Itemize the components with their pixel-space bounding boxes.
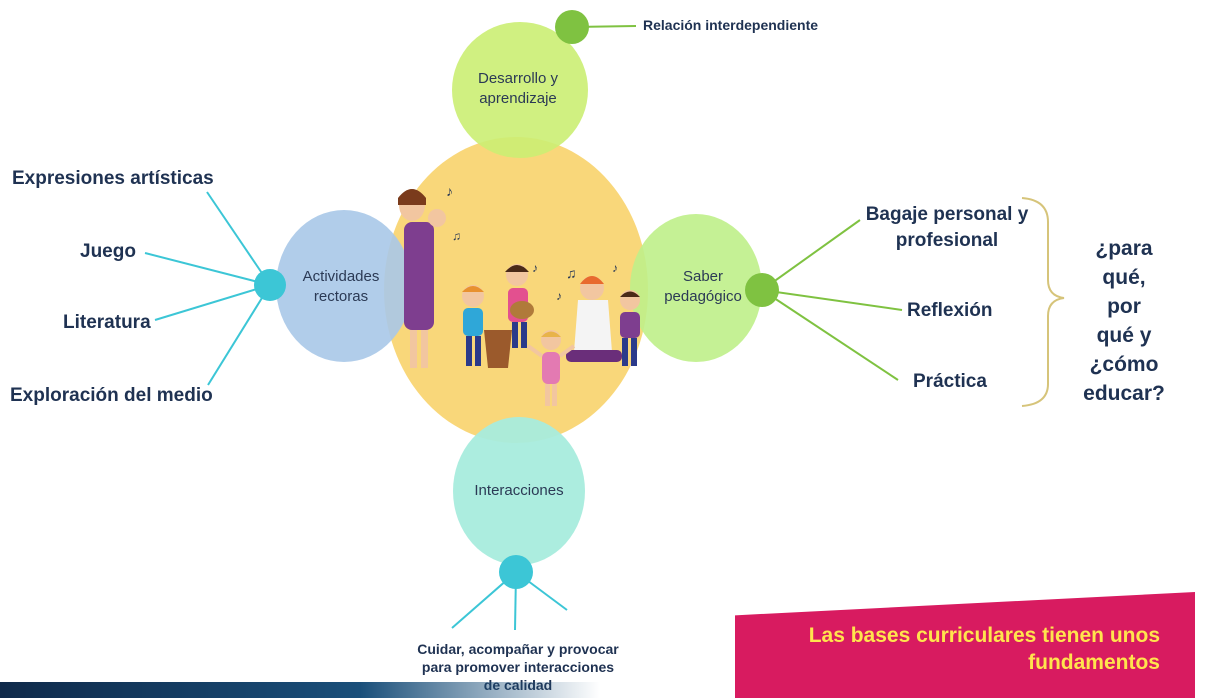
bottom-strip <box>0 682 600 698</box>
bottom-dot <box>499 555 533 589</box>
right-dot <box>745 273 779 307</box>
top-note: Relación interdependiente <box>643 17 819 33</box>
svg-text:♪: ♪ <box>556 289 562 303</box>
desarrollo-circle <box>452 22 588 158</box>
interacciones-circle <box>453 417 585 565</box>
left-connectors <box>144 191 271 386</box>
svg-text:♪: ♪ <box>446 183 453 199</box>
left-item-expresiones: Expresiones artísticas <box>12 168 214 189</box>
left-item-literatura: Literatura <box>63 312 151 333</box>
right-brace <box>1021 197 1065 407</box>
right-item-bagaje: Bagaje personal y profesional <box>865 204 1029 251</box>
question-text: ¿para qué, por qué y ¿cómo educar? <box>1083 237 1165 405</box>
desarrollo-label: Desarrollo y aprendizaje <box>477 70 559 107</box>
children-illustration: ♪ ♫ ♪ ♫ ♪ ♪ <box>398 183 640 406</box>
svg-text:♪: ♪ <box>532 261 538 275</box>
actividades-label: Actividades rectoras <box>302 268 380 305</box>
svg-text:♫: ♫ <box>566 265 577 281</box>
saber-circle <box>630 214 762 362</box>
right-item-practica: Práctica <box>913 371 987 392</box>
svg-text:♪: ♪ <box>612 261 618 275</box>
banner-text: Las bases curriculares tienen unos funda… <box>808 624 1160 674</box>
left-item-juego: Juego <box>80 241 136 262</box>
top-dot <box>555 10 589 44</box>
left-dot <box>254 269 286 301</box>
left-item-exploracion: Exploración del medio <box>10 385 213 406</box>
actividades-circle <box>276 210 412 362</box>
right-item-reflexion: Reflexión <box>907 300 993 321</box>
svg-text:♫: ♫ <box>452 229 461 243</box>
saber-label: Saber pedagógico <box>664 268 742 305</box>
interacciones-label: Interacciones <box>474 482 564 499</box>
